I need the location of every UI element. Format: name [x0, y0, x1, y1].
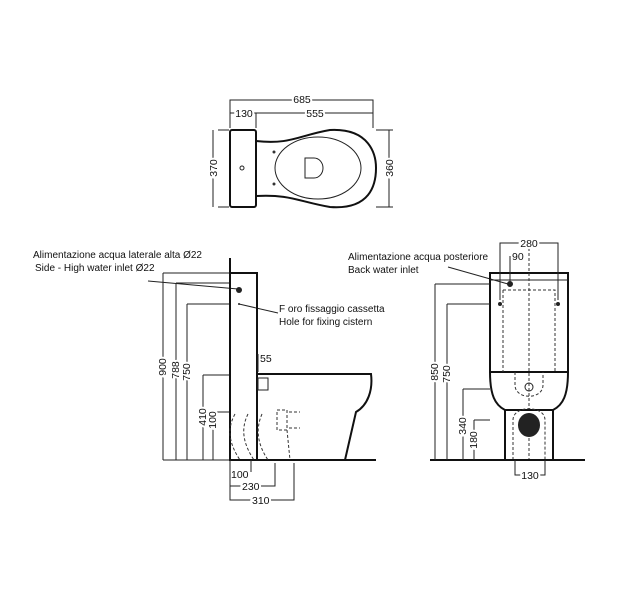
cistern-front: [489, 272, 569, 373]
dim-overall-length: 685: [293, 94, 311, 106]
dim-h900: 900: [157, 358, 169, 376]
dim-h850: 850: [429, 363, 441, 381]
dim-w90: 90: [512, 251, 524, 263]
dim-width-360: 360: [384, 159, 396, 177]
dim-w280: 280: [520, 238, 538, 250]
dim-h180: 180: [468, 431, 480, 449]
dim-b230: 230: [242, 481, 260, 493]
label-side-inlet-en: Side - High water inlet Ø22: [35, 263, 155, 274]
label-fixing-hole-en: Hole for fixing cistern: [279, 317, 372, 328]
dim-h788: 788: [170, 361, 182, 379]
label-fixing-hole-it: F oro fissaggio cassetta: [279, 304, 385, 315]
dim-cistern-depth: 130: [235, 108, 253, 120]
label-back-inlet-it: Alimentazione acqua posteriore: [348, 252, 489, 263]
dim-b100: 100: [231, 469, 249, 481]
bowl-outline: [255, 128, 378, 209]
label-side-inlet-it: Alimentazione acqua laterale alta Ø22: [33, 250, 202, 261]
dim-b310: 310: [252, 495, 270, 507]
side-view: Alimentazione acqua laterale alta Ø22 Si…: [33, 250, 385, 509]
cistern-top: [229, 129, 257, 208]
dim-h100: 100: [207, 411, 219, 429]
dim-55: 55: [260, 353, 272, 365]
dim-width-370: 370: [208, 159, 220, 177]
wall-floor: [229, 258, 376, 461]
label-back-inlet-en: Back water inlet: [348, 265, 419, 276]
dim-bowl-length: 555: [306, 108, 324, 120]
dim-h750: 750: [181, 363, 193, 381]
dim-h340: 340: [457, 417, 469, 435]
dim-h750-front: 750: [441, 365, 453, 383]
dim-h410: 410: [197, 408, 209, 426]
front-view: Alimentazione acqua posteriore Back wate…: [348, 236, 585, 484]
dim-b130: 130: [521, 470, 539, 482]
top-view: 685 130 555 370 360: [206, 92, 398, 209]
